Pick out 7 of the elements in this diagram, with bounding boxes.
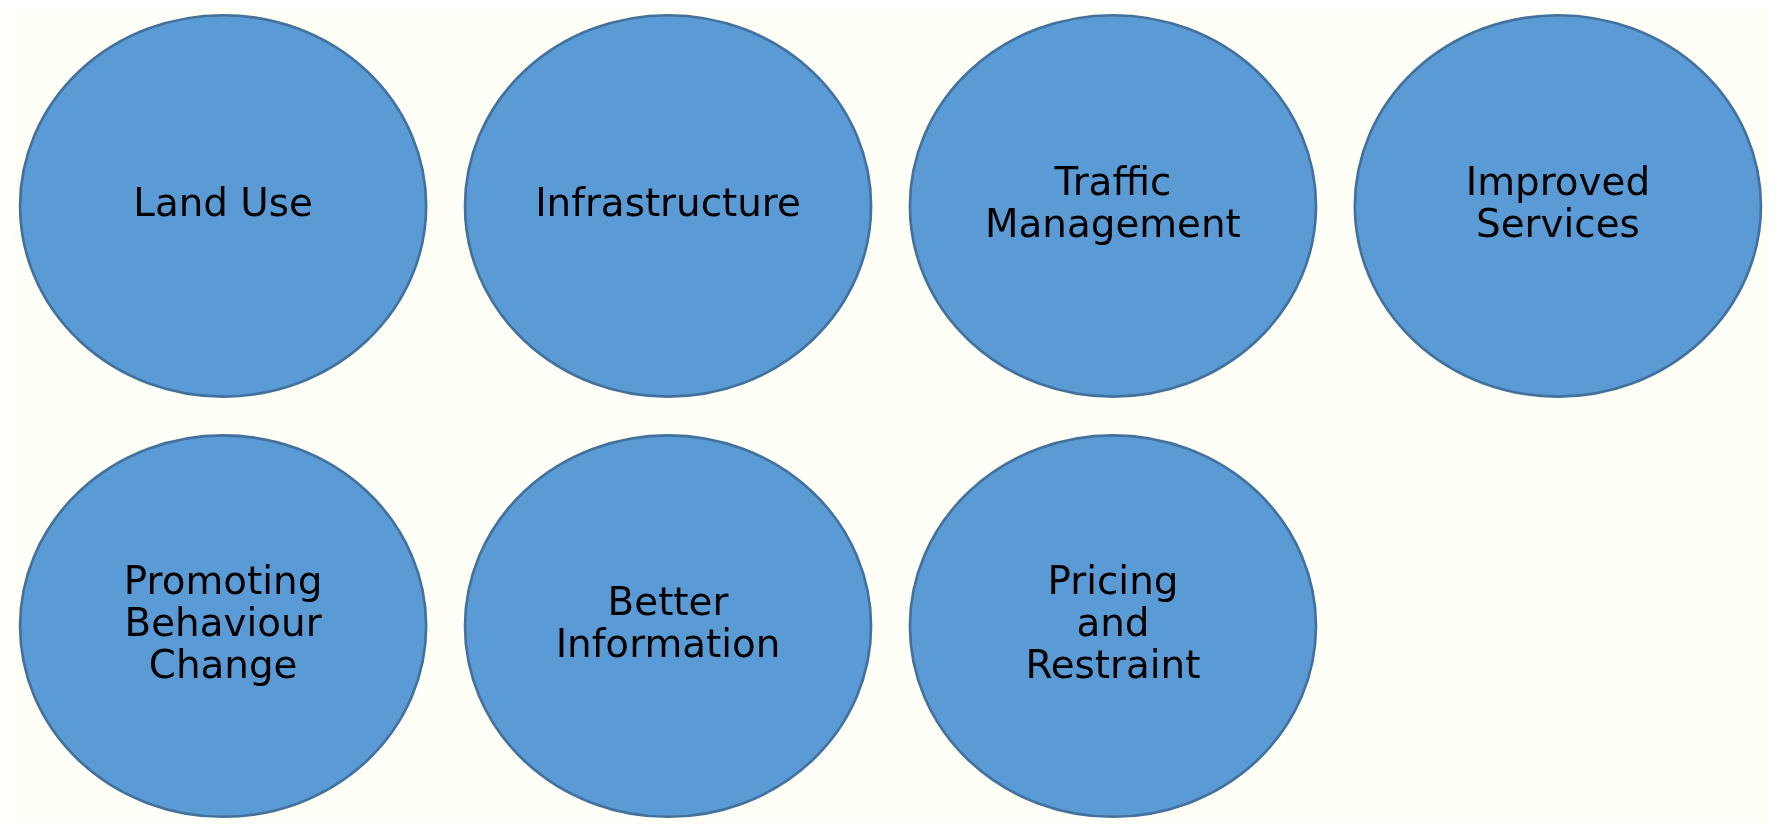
node-circle: Pricing and Restraint — [908, 434, 1317, 819]
node-circle: Infrastructure — [463, 13, 872, 398]
node-circle: Traffic Management — [908, 13, 1317, 398]
node-circle: Promoting Behaviour Change — [18, 434, 427, 819]
node-circle: Land Use — [18, 13, 427, 398]
node-circle: Improved Services — [1353, 13, 1762, 398]
node-circle: Better Information — [463, 434, 872, 819]
